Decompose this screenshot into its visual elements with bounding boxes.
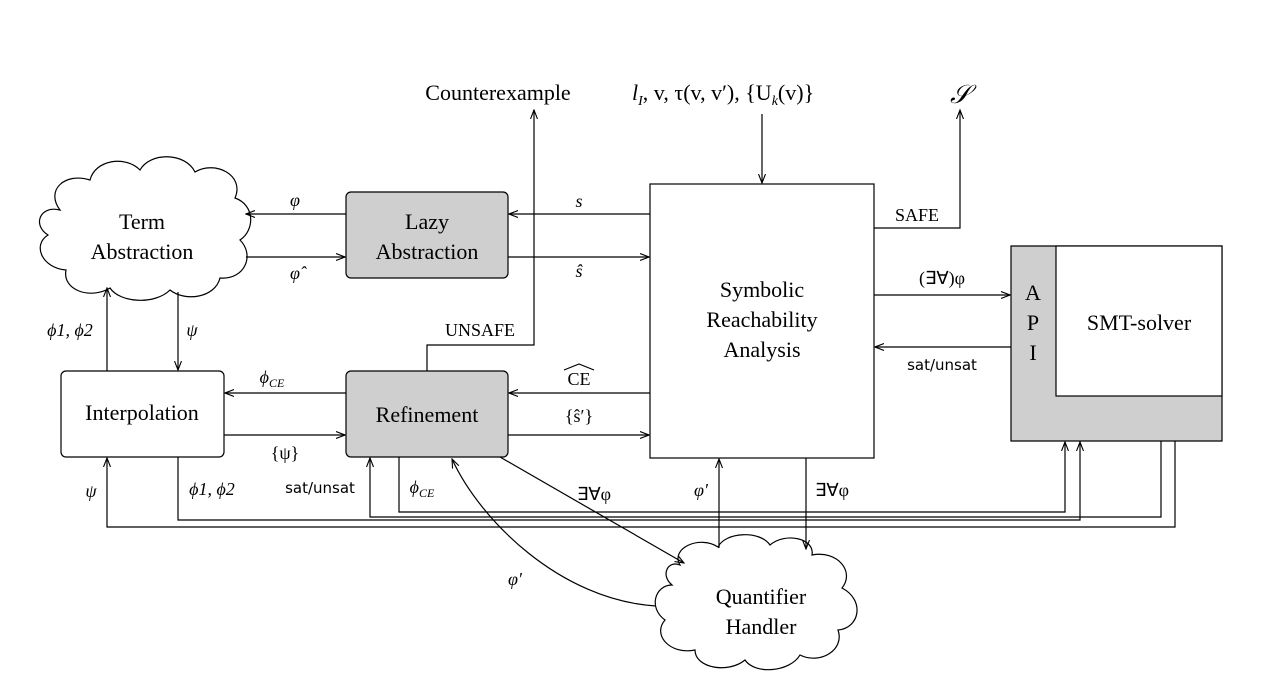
label-exists-forall-phi: (∃∀)φ [919, 268, 965, 289]
label-s-hat-prime-set: {ŝ′} [565, 406, 593, 426]
refinement-box: Refinement [345, 370, 509, 458]
term-abstraction-line1: Term [119, 209, 165, 234]
label-phi-ce-left: ϕCE [260, 367, 285, 390]
edge-bus-phi12 [177, 442, 1080, 521]
safe-set-label: 𝒮 [950, 80, 977, 109]
quantifier-handler-line1: Quantifier [716, 584, 807, 609]
label-psi-bottom: ψ [85, 481, 97, 501]
label-ce-hat: CE [567, 369, 590, 389]
label-phi: φ [290, 190, 300, 210]
label-phi-prime-curve: φ′ [508, 569, 523, 589]
lazy-abstraction-line1: Lazy [405, 209, 449, 234]
edge-unsafe [426, 110, 534, 371]
sra-line3: Analysis [724, 337, 801, 362]
counterexample-label: Counterexample [425, 80, 570, 105]
term-abstraction-cloud: Term Abstraction [38, 156, 252, 301]
label-sat-unsat-api: sat/unsat [907, 356, 977, 374]
lazy-abstraction-line2: Abstraction [376, 239, 479, 264]
lazy-abstraction-box: Lazy Abstraction [345, 191, 509, 279]
input-label: lI, v, τ(v, v′), {Uk(v)} [632, 80, 814, 109]
label-phi-ce-bottom: ϕCE [410, 477, 435, 500]
edge-refine-to-qh [499, 456, 684, 563]
edge-bus-sat-unsat [370, 441, 1162, 518]
label-efa-phi-sra: ∃∀φ [815, 480, 849, 500]
quantifier-handler-line2: Handler [726, 614, 798, 639]
label-psi-down: ψ [186, 320, 198, 340]
edge-safe [874, 110, 960, 229]
sra-line2: Reachability [706, 307, 817, 332]
quantifier-handler-cloud: Quantifier Handler [654, 534, 858, 671]
label-sat-unsat-bottom: sat/unsat [285, 479, 355, 497]
api-letter-i: I [1029, 340, 1036, 365]
label-unsafe: UNSAFE [445, 320, 515, 340]
refinement-label: Refinement [376, 402, 479, 427]
edge-qh-to-refine-curve [452, 459, 657, 607]
interpolation-box: Interpolation [60, 370, 225, 458]
edge-bus-phi-ce [398, 442, 1065, 513]
term-abstraction-line2: Abstraction [91, 239, 194, 264]
sra-line1: Symbolic [720, 277, 805, 302]
interpolation-label: Interpolation [85, 400, 199, 425]
label-efa-phi-refine: ∃∀φ [577, 484, 611, 504]
label-safe: SAFE [895, 205, 939, 225]
smt-solver-label: SMT-solver [1087, 310, 1192, 335]
api-smt-block: A P I SMT-solver [1010, 245, 1223, 442]
label-phi1-phi2-left: ϕ1, ϕ2 [47, 320, 93, 340]
ce-hat-accent [563, 363, 595, 371]
label-phi-hat: φ̂ [290, 263, 307, 283]
edge-bus-psi [107, 441, 1176, 528]
api-letter-a: A [1025, 280, 1041, 305]
api-letter-p: P [1027, 310, 1039, 335]
label-s-hat: ŝ [575, 261, 583, 281]
label-psi-set: {ψ} [271, 443, 300, 463]
svg-text:lI, v, τ(v, v′), {Uk(v)}: lI, v, τ(v, v′), {Uk(v)} [632, 80, 814, 109]
label-phi1-phi2-bottom: ϕ1, ϕ2 [189, 479, 235, 499]
symbolic-reachability-box: Symbolic Reachability Analysis [649, 183, 875, 459]
label-phi-prime-up: φ′ [694, 480, 709, 500]
label-s: s [575, 191, 582, 211]
